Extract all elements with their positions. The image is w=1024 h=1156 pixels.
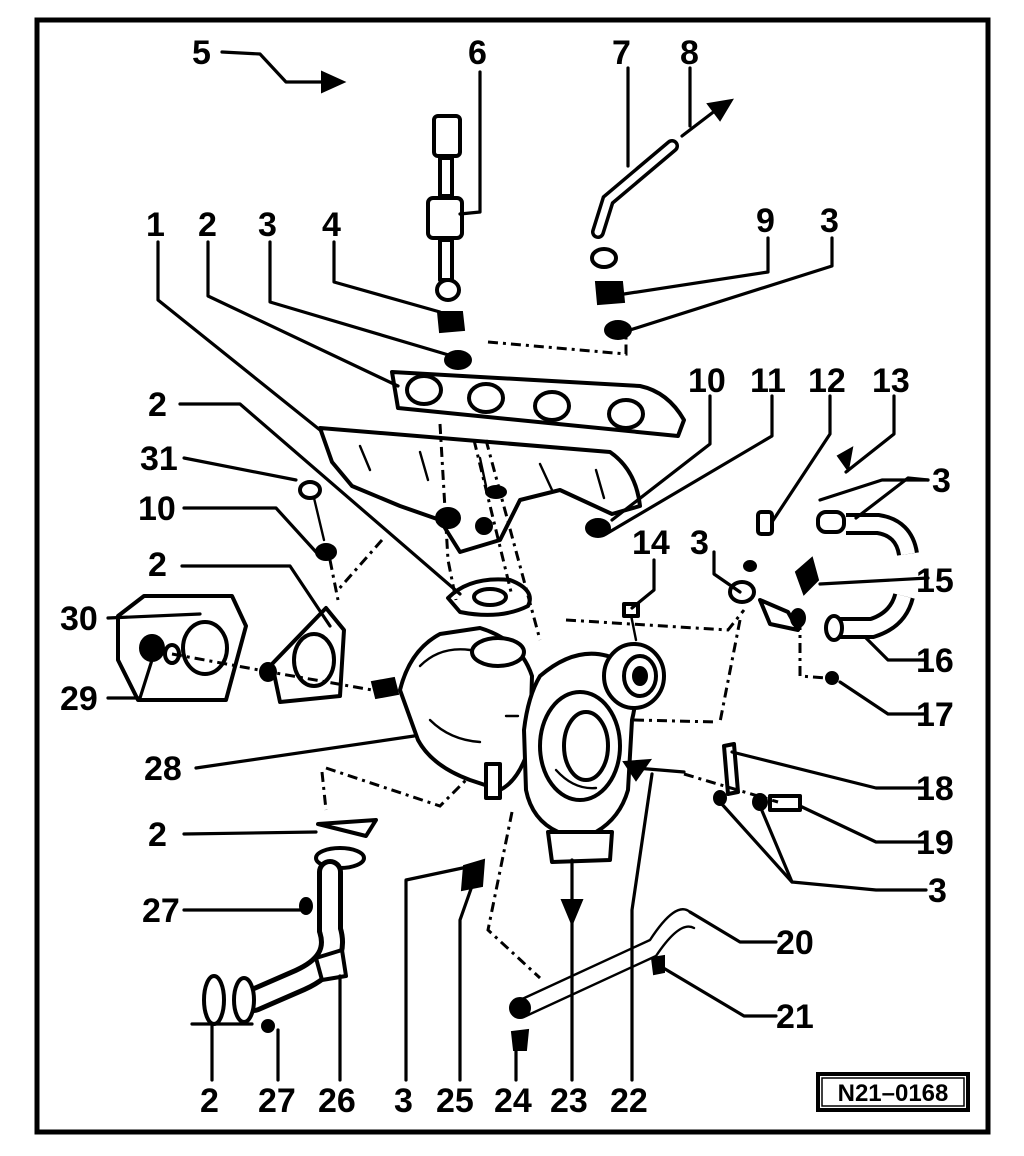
leader-lines [106,50,930,1082]
callout-14: 14 [632,524,670,562]
callout-3: 3 [932,462,951,500]
callout-20: 20 [776,924,814,962]
callout-12: 12 [808,362,846,400]
callout-26: 26 [318,1082,356,1120]
oil-return-pipe-26 [202,818,378,1033]
callout-16: 16 [916,642,954,680]
diagram-code-box: N21–0168 [816,1072,970,1112]
callout-3: 3 [820,202,839,240]
callout-3: 3 [690,524,709,562]
callout-29: 29 [60,680,98,718]
callout-19: 19 [916,824,954,862]
callout-8: 8 [680,34,699,72]
callout-27: 27 [142,892,180,930]
vacuum-hose-12 [728,510,800,632]
callout-6: 6 [468,34,487,72]
callout-21: 21 [776,998,814,1036]
callout-2: 2 [198,206,217,244]
callout-labels: 5 6 7 8 1 2 3 4 9 3 10 11 12 13 2 31 3 1… [60,34,954,1120]
callout-15: 15 [916,562,954,600]
coolant-pipe-20 [509,908,696,1051]
callout-24: 24 [494,1082,532,1120]
callout-2: 2 [200,1082,219,1120]
bearing-housing [602,602,666,710]
hose-13-15 [794,510,919,596]
callout-28: 28 [144,750,182,788]
callout-22: 22 [610,1082,648,1120]
callout-2: 2 [148,816,167,854]
diagram-frame [34,17,991,1135]
callout-1: 1 [146,206,165,244]
callout-10: 10 [138,490,176,528]
callout-23: 23 [550,1082,588,1120]
exhaust-manifold [318,426,642,554]
banjo-bolt-9 [594,281,632,340]
callout-7: 7 [612,34,631,72]
compressor-housing [522,651,638,864]
turbo-inlet-gasket [446,577,532,617]
callout-2: 2 [148,386,167,424]
oil-supply-line [346,69,464,302]
flange-30 [116,594,248,702]
callout-9: 9 [756,202,775,240]
callout-25: 25 [436,1082,474,1120]
stud-31 [298,480,337,561]
callout-3: 3 [258,206,277,244]
oil-return-line-upper [590,139,679,269]
diagram-code: N21–0168 [838,1080,949,1107]
gasket-2-left [270,606,346,704]
callout-11: 11 [750,362,786,400]
callout-2: 2 [148,546,167,584]
callout-10: 10 [688,362,726,400]
callout-4: 4 [322,206,341,244]
parts [116,69,919,1051]
callout-27: 27 [258,1082,296,1120]
nut-29 [139,634,165,662]
callout-3: 3 [394,1082,413,1120]
callout-17: 17 [916,696,954,734]
callout-30: 30 [60,600,98,638]
callout-5: 5 [192,34,211,72]
manifold-gasket [390,370,686,438]
callout-3: 3 [928,872,947,910]
callout-18: 18 [916,770,954,808]
callout-13: 13 [872,362,910,400]
callout-31: 31 [140,440,178,478]
